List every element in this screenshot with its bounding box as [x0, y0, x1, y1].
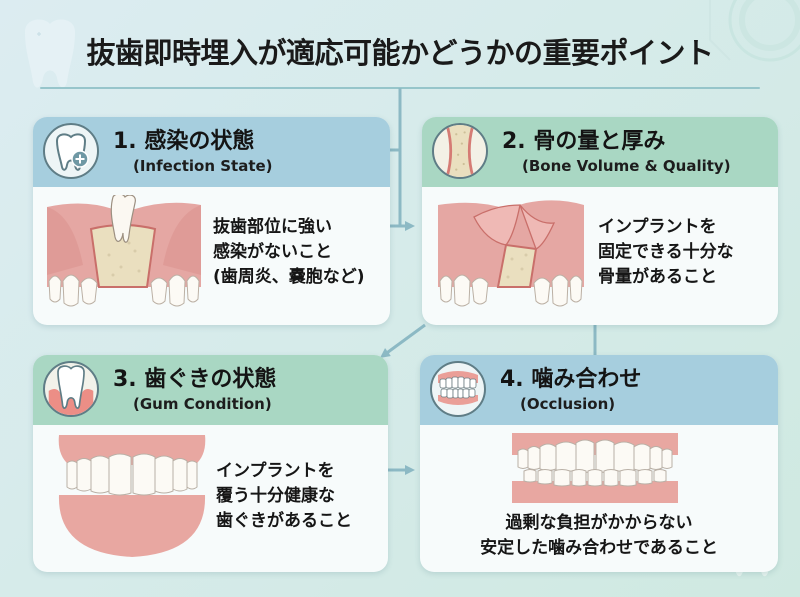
card-bone-volume: 2. 骨の量と厚み (Bone Volume & Quality) インプラント… [422, 117, 778, 325]
card-description: インプラントを 固定できる十分な 骨量があること [598, 217, 734, 287]
card-title-en: (Occlusion) [520, 395, 616, 413]
card-title-en: (Gum Condition) [133, 395, 272, 413]
healthy-gums-illustration [58, 435, 206, 557]
card-description: インプラントを 覆う十分健康な 歯ぐきがあること [216, 461, 352, 531]
card-header: 1. 感染の状態 (Infection State) [33, 117, 390, 187]
tooth-plus-icon [43, 123, 99, 179]
extraction-socket-illustration [47, 195, 201, 307]
card-title-en: (Infection State) [133, 157, 273, 175]
card-title-jp: 3. 歯ぐきの状態 [113, 367, 277, 392]
card-title-jp: 2. 骨の量と厚み [502, 129, 666, 154]
card-description: 過剰な負担がかからない 安定した噛み合わせであること [480, 513, 718, 558]
card-header: 2. 骨の量と厚み (Bone Volume & Quality) [422, 117, 778, 187]
card-occlusion: 4. 噛み合わせ (Occlusion) [420, 355, 778, 572]
dentures-icon [430, 361, 486, 417]
card-description: 抜歯部位に強い 感染がないこと (歯周炎、嚢胞など) [213, 217, 365, 287]
card-header: 3. 歯ぐきの状態 (Gum Condition) [33, 355, 388, 425]
card-infection-state: 1. 感染の状態 (Infection State) 抜歯部位に強い 感染がない… [33, 117, 390, 325]
page-title: 抜歯即時埋入が適応可能かどうかの重要ポイント [86, 36, 714, 70]
bone-cross-section-icon [432, 123, 488, 179]
open-socket-illustration [438, 200, 584, 307]
card-gum-condition: 3. 歯ぐきの状態 (Gum Condition) インプラントを 覆う十分健康… [33, 355, 388, 572]
occlusion-illustration [512, 433, 678, 503]
card-title-jp: 4. 噛み合わせ [500, 367, 642, 392]
card-title-en: (Bone Volume & Quality) [522, 157, 731, 175]
tooth-gum-icon [43, 361, 99, 417]
card-title-jp: 1. 感染の状態 [113, 129, 255, 154]
card-header: 4. 噛み合わせ (Occlusion) [420, 355, 778, 425]
title-divider [40, 87, 760, 89]
